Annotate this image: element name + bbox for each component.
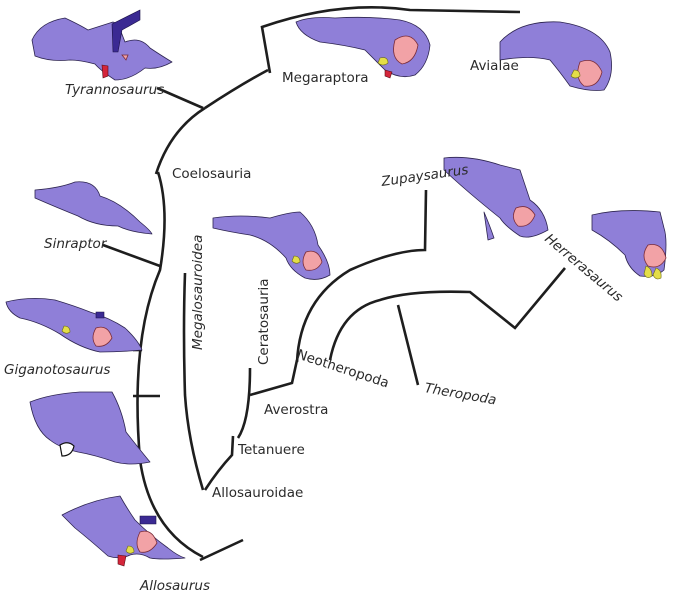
label-megaraptora: Megaraptora xyxy=(282,70,369,86)
branch-coelosauria xyxy=(154,106,206,175)
label-allosaurus: Allosaurus xyxy=(139,578,210,594)
branch-megalosauroidea-arc xyxy=(182,272,205,491)
branch-tetanurae-arc xyxy=(136,171,204,559)
label-avialae: Avialae xyxy=(470,58,519,74)
branch-tetanurae-node xyxy=(203,435,235,491)
sinraptor-endocast xyxy=(34,181,153,235)
avialae-endocast xyxy=(499,21,612,91)
label-giganotosaurus: Giganotosaurus xyxy=(4,362,110,378)
branch-avialae-bracket xyxy=(260,6,521,74)
ceratosauria-endocast xyxy=(212,211,331,280)
branch-tyrannosaurus xyxy=(156,86,204,110)
megaraptora-endocast xyxy=(295,16,431,79)
unnamed-endocast xyxy=(29,391,151,465)
label-sinraptor: Sinraptor xyxy=(44,236,108,252)
branch-theropoda-stem xyxy=(396,304,420,386)
label-neotheropoda: Neotheropoda xyxy=(295,347,391,392)
tyrannosaurus-endocast xyxy=(31,9,173,81)
allosaurus-endocast xyxy=(61,495,186,567)
branch-averostra xyxy=(249,359,299,397)
label-megalosauroidea: Megalosauroidea xyxy=(190,235,206,350)
branch-theropoda-arc xyxy=(328,267,566,361)
label-allosauroidae: Allosauroidae xyxy=(212,485,303,501)
label-averostra: Averostra xyxy=(264,402,328,418)
branch-maniraptora xyxy=(204,68,269,110)
label-ceratosauria: Ceratosauria xyxy=(256,278,272,365)
label-theropoda: Theropoda xyxy=(423,380,497,408)
label-coelosauria: Coelosauria xyxy=(172,166,251,182)
label-zupaysaurus: Zupaysaurus xyxy=(379,162,469,190)
label-tyrannosaurus: Tyrannosaurus xyxy=(65,82,164,98)
label-tetanuere: Tetanuere xyxy=(237,442,305,458)
branch-allosaurus xyxy=(199,538,244,562)
branch-sinraptor xyxy=(102,243,161,268)
herrerasaurus-endocast xyxy=(591,210,667,280)
branch-ceratosauria xyxy=(236,367,252,439)
zupaysaurus-endocast xyxy=(443,156,549,241)
giganotosaurus-endocast xyxy=(5,298,143,353)
branch-neotheropoda-arc xyxy=(295,189,428,363)
tree-branches xyxy=(102,6,566,562)
